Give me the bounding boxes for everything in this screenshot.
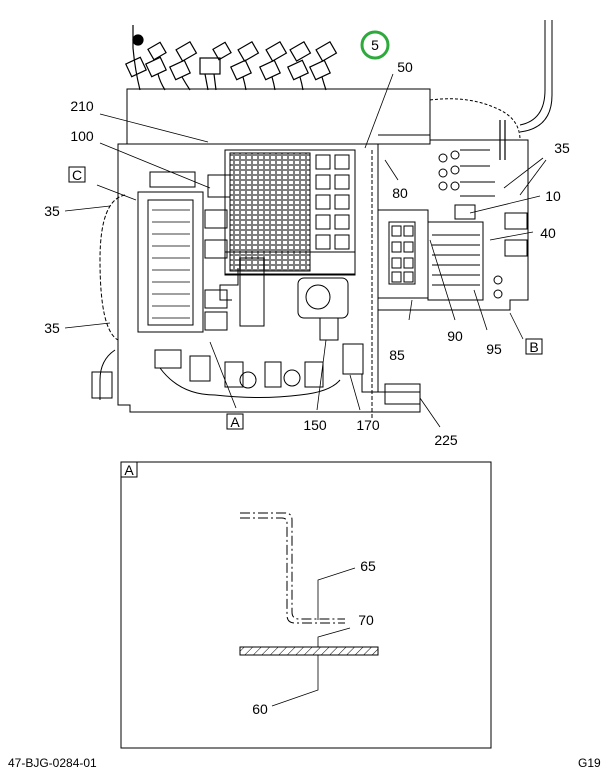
view-label-c: C xyxy=(72,167,82,183)
page-code: G19 xyxy=(578,756,601,770)
callout-5: 5 xyxy=(371,37,379,53)
detail-callout-65: 65 xyxy=(360,558,376,574)
view-label-b: B xyxy=(529,339,538,355)
callout-85: 85 xyxy=(389,347,405,363)
callout-80: 80 xyxy=(392,185,408,201)
fuse-relay-box xyxy=(224,149,356,276)
main-assembly xyxy=(91,20,553,420)
callout-35-left-upper: 35 xyxy=(44,203,60,219)
callout-170: 170 xyxy=(356,417,380,433)
lower-connectors xyxy=(91,349,341,400)
detail-view-label-a: A xyxy=(124,462,134,478)
callout-10: 10 xyxy=(545,188,561,204)
callout-numbers: 5 50 210 100 35 35 35 10 40 80 85 90 95 … xyxy=(44,37,570,448)
detail-view-a: A 65 70 60 xyxy=(120,461,492,749)
callout-210: 210 xyxy=(70,98,94,114)
view-labels xyxy=(68,166,543,430)
highlight-circle xyxy=(360,30,390,60)
right-connectors xyxy=(438,149,528,299)
detail-callout-60: 60 xyxy=(252,701,268,717)
callout-95: 95 xyxy=(486,341,502,357)
document-number: 47-BJG-0284-01 xyxy=(8,756,97,770)
callout-50: 50 xyxy=(397,59,413,75)
leader-lines xyxy=(64,73,547,428)
module-85 xyxy=(377,209,429,299)
callout-40: 40 xyxy=(540,225,556,241)
panel-section-hatched xyxy=(239,646,379,656)
bracket-outline xyxy=(240,512,345,620)
callout-225: 225 xyxy=(434,432,458,448)
detail-callout-70: 70 xyxy=(358,612,374,628)
callout-150: 150 xyxy=(303,417,327,433)
view-label-a-main: A xyxy=(230,414,240,430)
callout-100: 100 xyxy=(70,128,94,144)
callout-35-right: 35 xyxy=(554,140,570,156)
top-harness-connectors xyxy=(124,25,338,91)
left-relay-module xyxy=(137,191,204,333)
callout-90: 90 xyxy=(447,328,463,344)
right-side-panel xyxy=(378,134,529,311)
callout-35-left-lower: 35 xyxy=(44,320,60,336)
